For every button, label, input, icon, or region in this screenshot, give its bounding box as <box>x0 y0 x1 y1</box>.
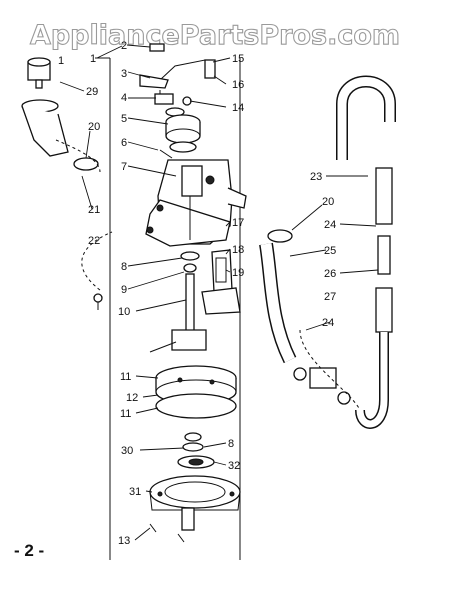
callout-26: 26 <box>324 268 336 280</box>
callout-23: 23 <box>310 171 322 183</box>
pulley <box>165 114 201 153</box>
screw-6 <box>159 149 173 159</box>
callout-21: 21 <box>88 204 100 216</box>
callout-7: 7 <box>121 161 127 173</box>
callout-19: 19 <box>232 267 244 279</box>
callout-25: 25 <box>324 245 336 257</box>
callout-17: 17 <box>232 217 244 229</box>
callout-22: 22 <box>88 235 100 247</box>
callout-30: 30 <box>121 445 133 457</box>
bracket-17-19 <box>201 249 241 315</box>
callout-8-top: 8 <box>121 261 127 273</box>
callout-6: 6 <box>121 137 127 149</box>
callout-20-right: 20 <box>322 196 334 208</box>
leader-lines <box>59 44 379 541</box>
callout-4: 4 <box>121 92 127 104</box>
callout-24-top: 24 <box>324 219 336 231</box>
left-hose-parts <box>21 57 113 310</box>
watermark-text: AppliancePartsPros.com <box>30 20 400 51</box>
washers-30-8 <box>182 432 204 452</box>
callout-14: 14 <box>232 102 244 114</box>
linkage-arm <box>139 43 216 100</box>
callout-9: 9 <box>121 284 127 296</box>
callout-27: 27 <box>324 291 336 303</box>
callout-16: 16 <box>232 79 244 91</box>
pump-base <box>149 475 241 531</box>
callout-15: 15 <box>232 53 244 65</box>
callout-10: 10 <box>118 306 130 318</box>
pump-housing <box>145 159 247 247</box>
callout-3: 3 <box>121 68 127 80</box>
callout-1: 1 <box>90 53 96 65</box>
shaft-assembly <box>149 251 207 353</box>
callout-8-bottom: 8 <box>228 438 234 450</box>
callout-18: 18 <box>232 244 244 256</box>
callout-24-bottom: 24 <box>322 317 334 329</box>
screws-13 <box>149 523 185 543</box>
small-parts-4-14 <box>154 93 192 117</box>
callout-20-left: 20 <box>88 121 100 133</box>
impeller-stack <box>155 365 237 419</box>
callout-11-bottom: 11 <box>120 408 131 420</box>
callout-labels: 1 1 2 3 4 5 6 7 8 9 10 11 12 11 30 31 13… <box>58 40 336 547</box>
callout-2: 2 <box>121 40 127 52</box>
right-hose-assembly <box>259 75 396 429</box>
seal-32 <box>177 455 215 469</box>
callout-11-top: 11 <box>120 371 131 383</box>
callout-5: 5 <box>121 113 127 125</box>
callout-13: 13 <box>118 535 130 547</box>
callout-29: 29 <box>86 86 98 98</box>
page-number: - 2 - <box>14 541 44 560</box>
callout-12: 12 <box>126 392 138 404</box>
callout-31: 31 <box>129 486 141 498</box>
callout-1-left: 1 <box>58 55 64 67</box>
callout-32: 32 <box>228 460 240 472</box>
